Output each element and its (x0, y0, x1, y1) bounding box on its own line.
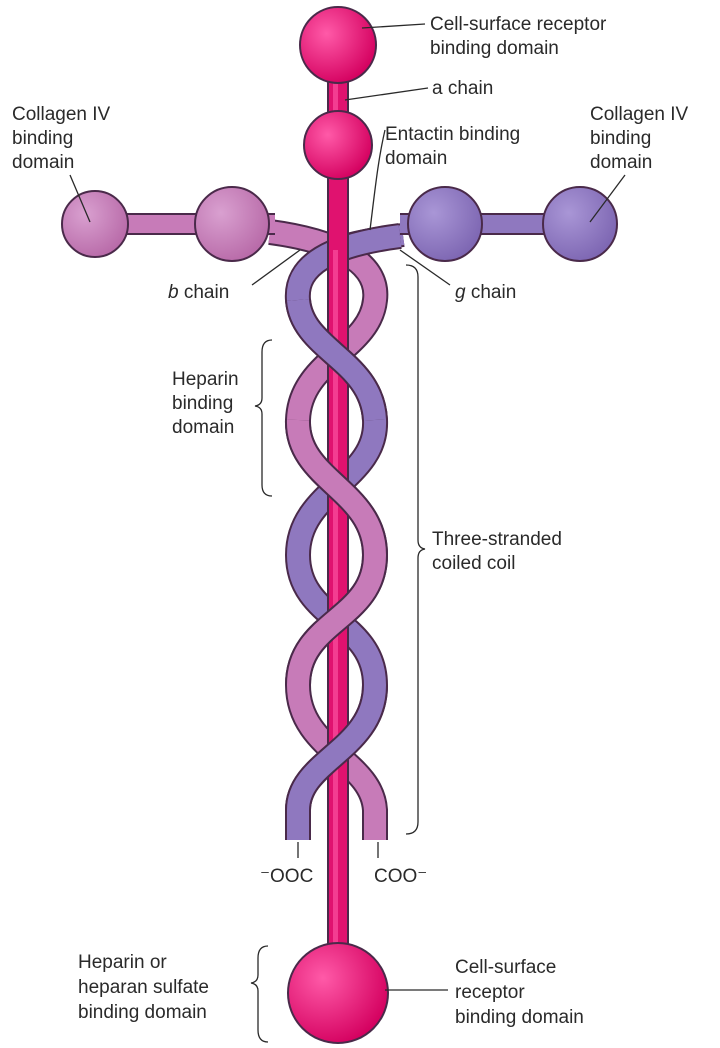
label-heparan-1: Heparin or (78, 952, 167, 973)
label-heparin-1: Heparin (172, 369, 239, 390)
label-coo-terminus: COO⁻ (374, 866, 427, 887)
coiled-coil-brace (406, 265, 425, 834)
beta-chain-short-arm (62, 187, 275, 261)
label-collagen-right-3: domain (590, 152, 652, 173)
beta-globular-domain-inner (195, 187, 269, 261)
gamma-chain-short-arm (400, 187, 617, 261)
label-cell-surface-top-2: binding domain (430, 38, 559, 59)
gamma-globular-domain-inner (408, 187, 482, 261)
label-cell-surface-bottom-3: binding domain (455, 1007, 584, 1028)
label-entactin-2: domain (385, 148, 447, 169)
label-ooc-terminus: ⁻OOC (260, 866, 313, 887)
label-g-chain: g chain (455, 282, 516, 303)
label-b-chain: b chain (168, 282, 229, 303)
alpha-entactin-globular-domain (304, 111, 372, 179)
label-collagen-left-1: Collagen IV (12, 104, 111, 125)
label-cell-surface-top-1: Cell-surface receptor (430, 14, 607, 35)
heparan-brace (251, 946, 268, 1042)
label-collagen-right-1: Collagen IV (590, 104, 689, 125)
gamma-globular-domain-outer (543, 187, 617, 261)
alpha-top-globular-domain (300, 7, 376, 83)
beta-globular-domain-outer (62, 191, 128, 257)
label-heparin-3: domain (172, 417, 234, 438)
label-cell-surface-bottom-2: receptor (455, 982, 525, 1003)
label-heparin-2: binding (172, 393, 233, 414)
alpha-bottom-globular-domain (288, 943, 388, 1043)
label-coil-2: coiled coil (432, 553, 515, 574)
label-collagen-right-2: binding (590, 128, 651, 149)
label-cell-surface-bottom-1: Cell-surface (455, 957, 556, 978)
label-coil-1: Three-stranded (432, 529, 562, 550)
heparin-brace (255, 340, 272, 496)
label-collagen-left-2: binding (12, 128, 73, 149)
label-collagen-left-3: domain (12, 152, 74, 173)
label-entactin-1: Entactin binding (385, 124, 520, 145)
label-heparan-3: binding domain (78, 1002, 207, 1023)
label-a-chain: a chain (432, 78, 493, 99)
label-heparan-2: heparan sulfate (78, 977, 209, 998)
